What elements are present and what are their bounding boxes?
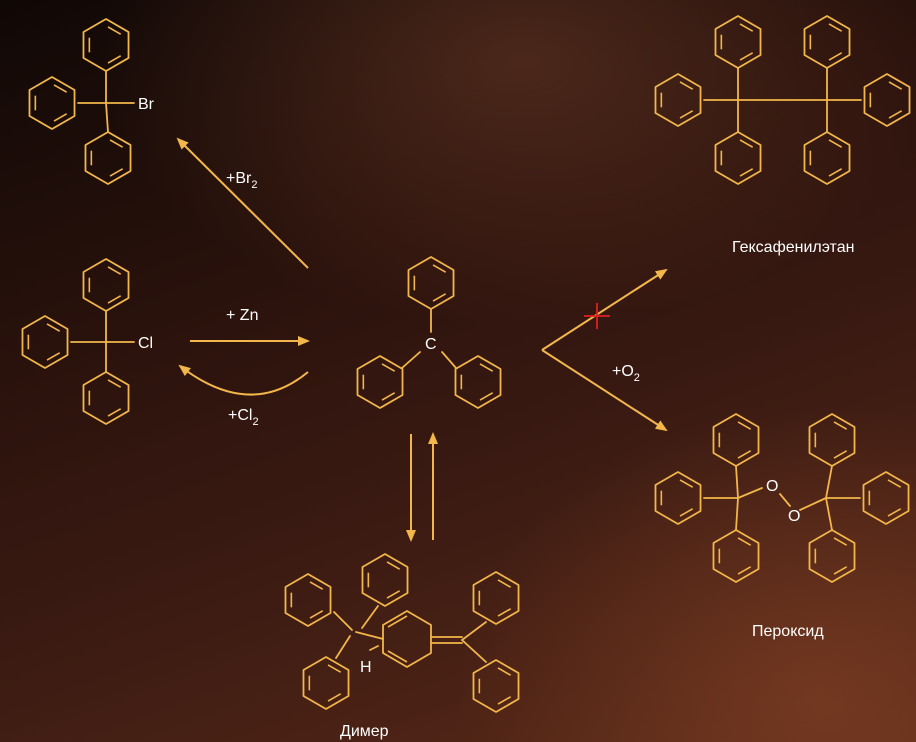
phenyl-ring (472, 659, 520, 713)
arrow-to-peroxide (541, 349, 668, 432)
arrow-to-hexaphenylethane (541, 268, 668, 351)
phenyl-ring (654, 471, 702, 525)
phenyl-ring (82, 258, 130, 312)
peroxide-structure: O O Пероксид (654, 413, 910, 640)
phenyl-ring (472, 571, 520, 625)
trityl-chloride-structure: Cl (21, 258, 153, 425)
phenyl-ring (407, 256, 455, 310)
central-carbon-atom: C (425, 336, 437, 353)
reagent-br2-label: +Br2 (226, 170, 257, 191)
phenyl-ring (714, 131, 762, 185)
phenyl-ring (302, 656, 350, 710)
phenyl-ring (82, 18, 130, 72)
phenyl-ring (803, 131, 851, 185)
phenyl-ring (84, 131, 132, 185)
reagent-o2-label: +O2 (612, 363, 640, 384)
phenyl-ring (803, 15, 851, 69)
phenyl-ring (356, 355, 404, 409)
trityl-bromide-structure: Br (28, 18, 155, 185)
peroxide-label: Пероксид (752, 623, 824, 640)
reagent-cl2-label: +Cl2 (228, 407, 259, 428)
hexaphenylethane-label: Гексафенилэтан (732, 239, 854, 256)
phenyl-ring (808, 413, 856, 467)
bromine-atom: Br (138, 96, 155, 113)
dimer-hydrogen-atom: H (360, 659, 372, 676)
phenyl-ring (808, 529, 856, 583)
phenyl-ring (454, 355, 502, 409)
dimer-label: Димер (340, 723, 389, 740)
dimer-structure: H Димер (284, 553, 520, 740)
trityl-radical-structure: C (356, 256, 502, 409)
peroxide-oxygen-2: O (788, 508, 800, 525)
arrow-cl2-return (178, 364, 309, 396)
peroxide-oxygen-1: O (766, 478, 778, 495)
phenyl-ring (654, 73, 702, 127)
phenyl-ring (712, 529, 760, 583)
phenyl-ring (361, 553, 409, 607)
chlorine-atom: Cl (138, 335, 153, 352)
hexaphenylethane-structure: Гексафенилэтан (654, 15, 911, 256)
phenyl-ring (21, 315, 69, 369)
reaction-arrows (176, 137, 668, 542)
phenyl-ring (863, 73, 911, 127)
phenyl-ring (28, 76, 76, 130)
phenyl-ring (862, 471, 910, 525)
phenyl-ring (82, 371, 130, 425)
phenyl-ring (712, 413, 760, 467)
arrow-to-bromide (176, 137, 309, 269)
phenyl-ring (714, 15, 762, 69)
phenyl-ring (284, 573, 332, 627)
reagent-zn-label: + Zn (226, 307, 258, 324)
